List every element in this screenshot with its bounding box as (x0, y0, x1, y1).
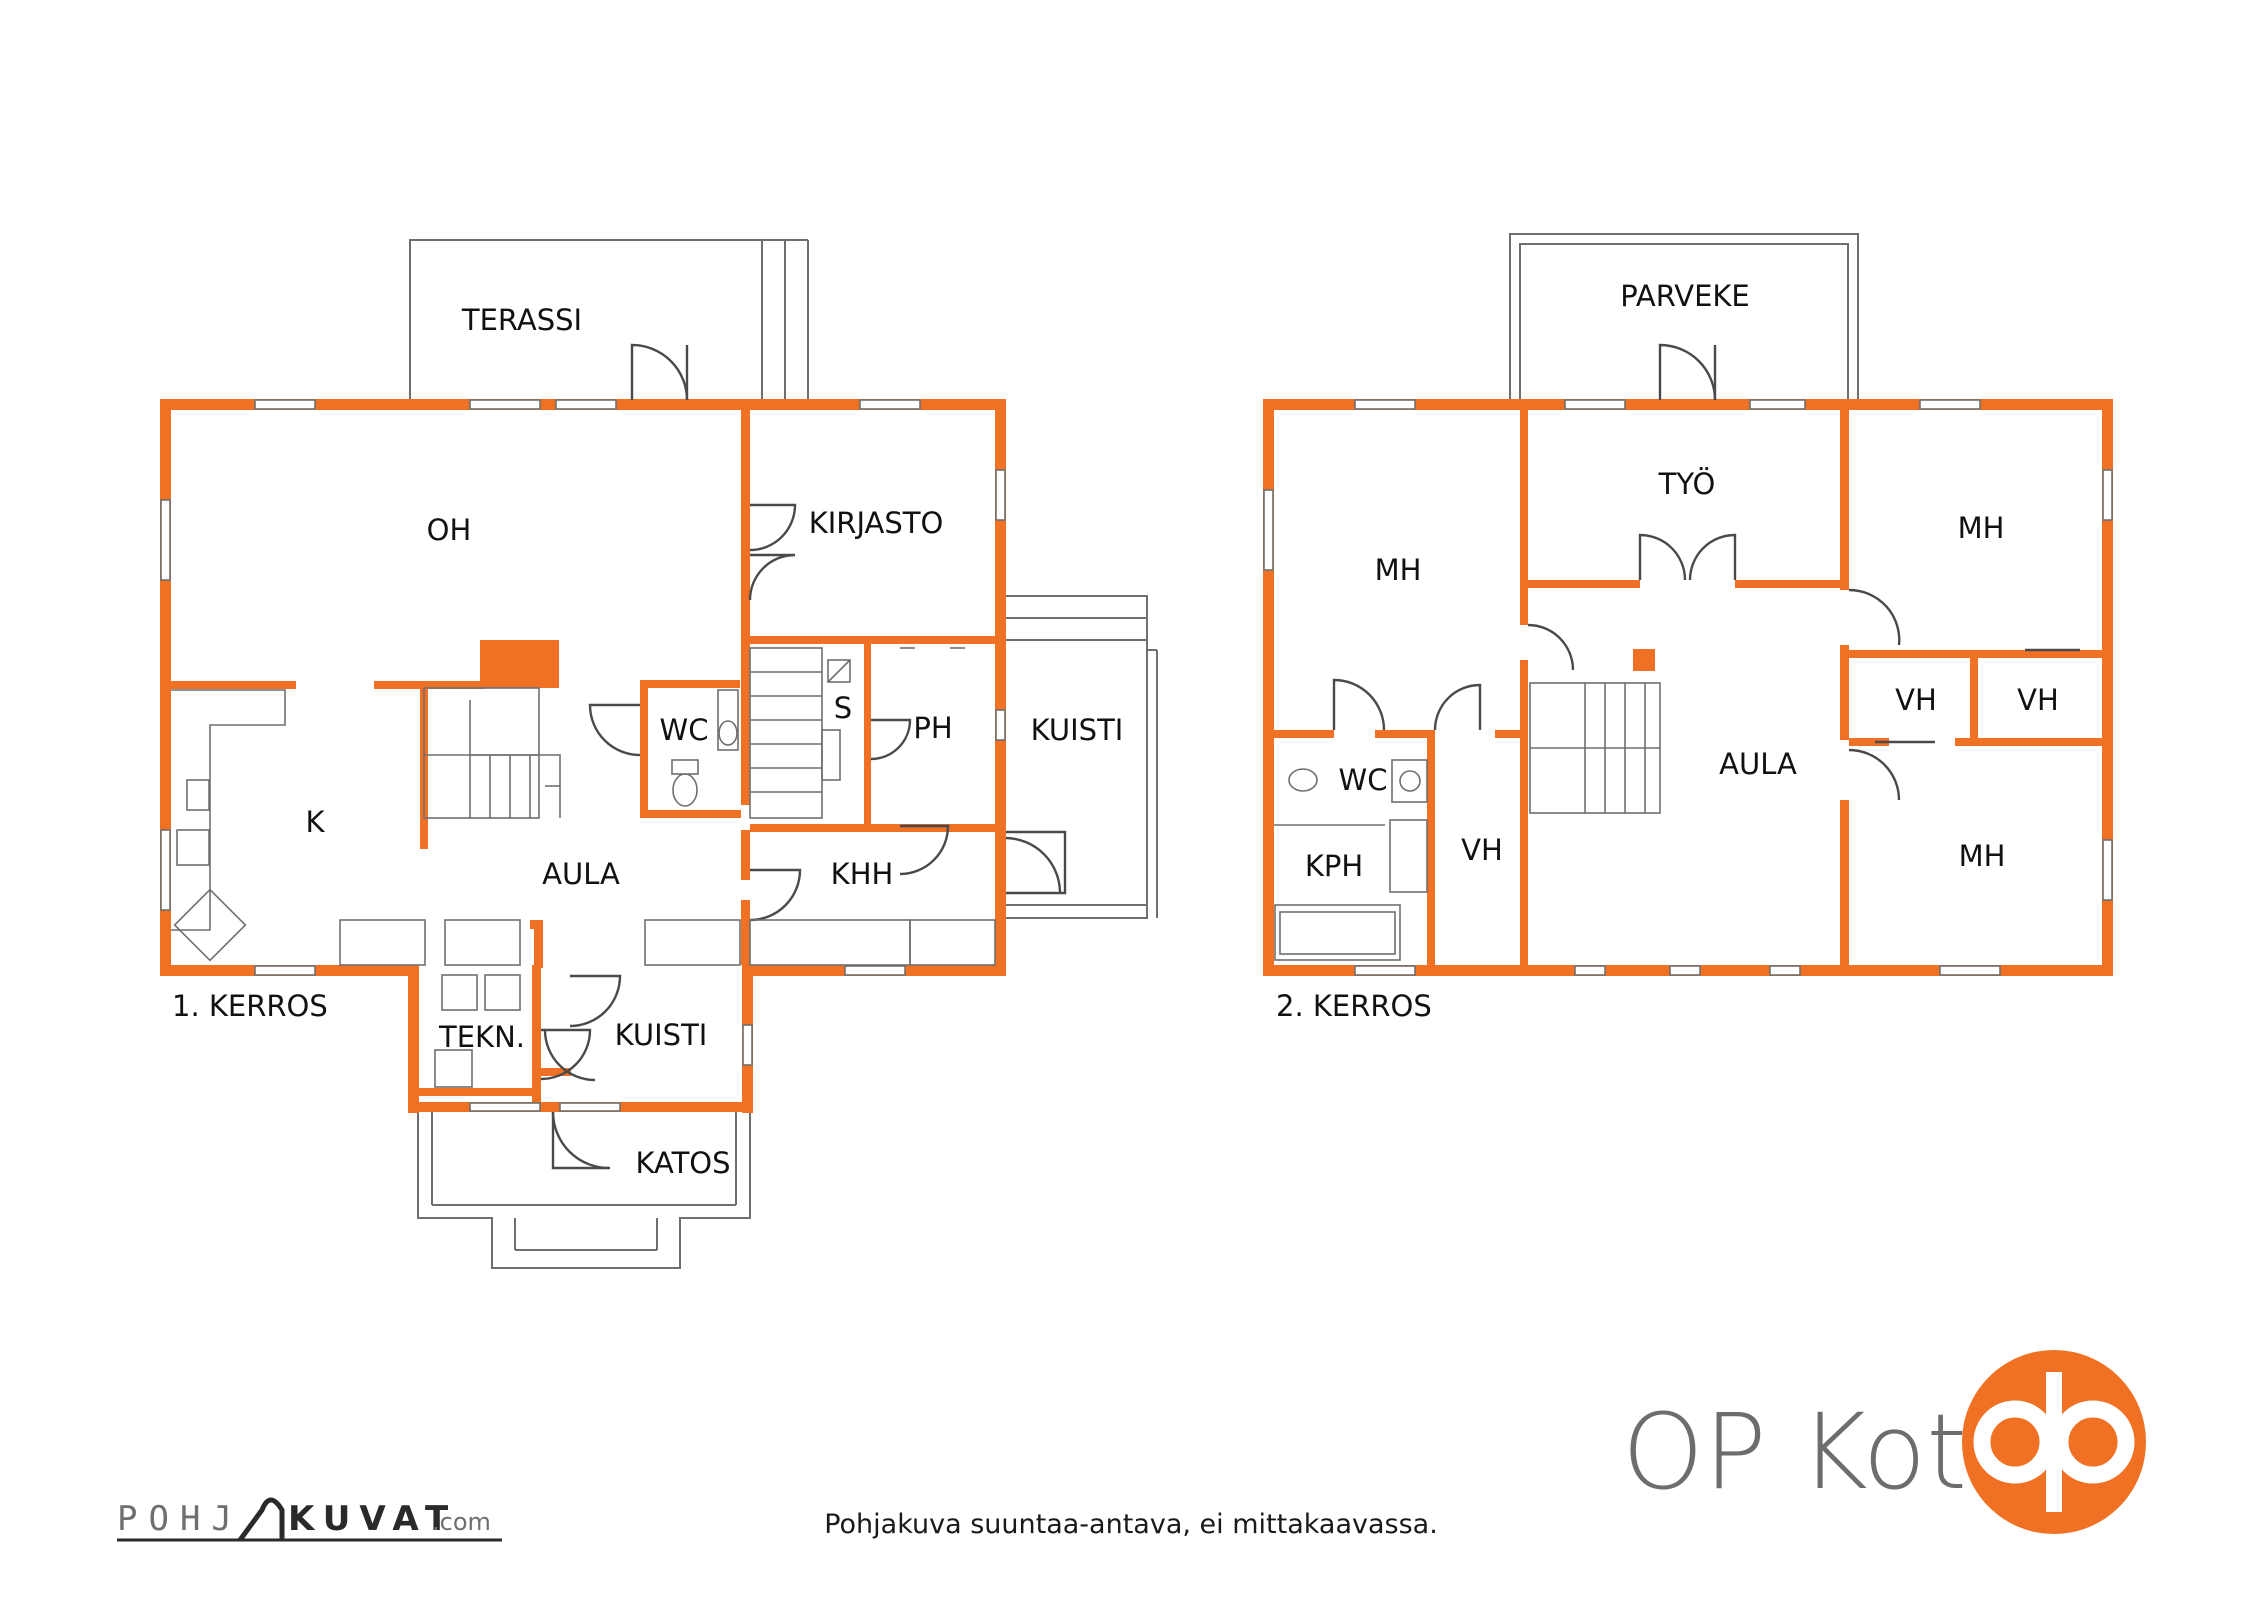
pohjakuvat-credit-left: POHJ (117, 1499, 243, 1539)
room-label-tyo: TYÖ (1658, 467, 1716, 501)
room-label-mh-west: MH (1375, 553, 1422, 587)
room-label-aula: AULA (542, 857, 620, 891)
pohjakuvat-logo-icon: POHJ KUVAT .com (117, 1497, 502, 1542)
room-label-s: S (834, 691, 852, 725)
floor-2-fixtures (1274, 759, 1428, 961)
floor-1-label: 1. KERROS (172, 989, 328, 1023)
floor-1-doors (540, 343, 1067, 1170)
room-label-parveke: PARVEKE (1620, 279, 1750, 313)
op-logo-icon (1962, 1350, 2146, 1534)
disclaimer-text: Pohjakuva suuntaa-antava, ei mittakaavas… (824, 1509, 1438, 1540)
canopy-outline (417, 1110, 751, 1269)
room-label-vh-a: VH (1895, 683, 1937, 717)
floor-2-plan: PARVEKE TYÖ MH MH VH VH WC AULA KPH VH M… (1263, 233, 2113, 1023)
room-label-vh-b: VH (2017, 683, 2059, 717)
room-label-aula-2: AULA (1719, 747, 1797, 781)
room-label-vh-c: VH (1461, 833, 1503, 867)
floor-1-fixtures (171, 647, 996, 1088)
room-label-kuisti-east: KUISTI (1031, 713, 1124, 747)
room-label-k: K (305, 805, 325, 839)
footer: POHJ KUVAT .com Pohjakuva suuntaa-antava… (117, 1350, 2146, 1542)
floor-2-stairs (1529, 649, 1661, 814)
room-label-mh-southeast: MH (1959, 839, 2006, 873)
brand-name: OP Koti (1622, 1391, 1996, 1513)
east-porch-outline (1003, 595, 1158, 919)
room-label-kirjasto: KIRJASTO (809, 506, 944, 540)
pohjakuvat-credit-domain: .com (432, 1508, 491, 1536)
floor-1-room-labels: TERASSI OH KIRJASTO K WC S PH KUISTI AUL… (305, 303, 1123, 1180)
floor-1-plan: TERASSI OH KIRJASTO K WC S PH KUISTI AUL… (160, 239, 1158, 1269)
room-label-kph: KPH (1305, 849, 1363, 883)
balcony-outline (1509, 233, 1859, 400)
room-label-tekn: TEKN. (438, 1020, 525, 1054)
room-label-katos: KATOS (635, 1146, 730, 1180)
room-label-wc: WC (660, 713, 709, 747)
pohjakuvat-credit-right: KUVAT (288, 1499, 457, 1539)
room-label-wc-2: WC (1339, 763, 1388, 797)
room-label-terassi: TERASSI (461, 303, 582, 337)
floor-2-windows (1263, 399, 2113, 976)
room-label-khh: KHH (831, 857, 894, 891)
terrace-outline (409, 239, 809, 400)
room-label-mh-northeast: MH (1958, 511, 2005, 545)
floor-2-doors (1332, 343, 2080, 801)
room-label-kuisti-entry: KUISTI (615, 1018, 708, 1052)
room-label-ph: PH (913, 711, 952, 745)
room-label-oh: OH (427, 513, 472, 547)
fireplace-opening (522, 644, 559, 685)
floor-2-room-labels: PARVEKE TYÖ MH MH VH VH WC AULA KPH VH M… (1305, 279, 2059, 883)
floor-1-windows (160, 399, 1006, 1112)
floor-2-label: 2. KERROS (1276, 989, 1432, 1023)
floor-1-stairs (423, 647, 841, 819)
